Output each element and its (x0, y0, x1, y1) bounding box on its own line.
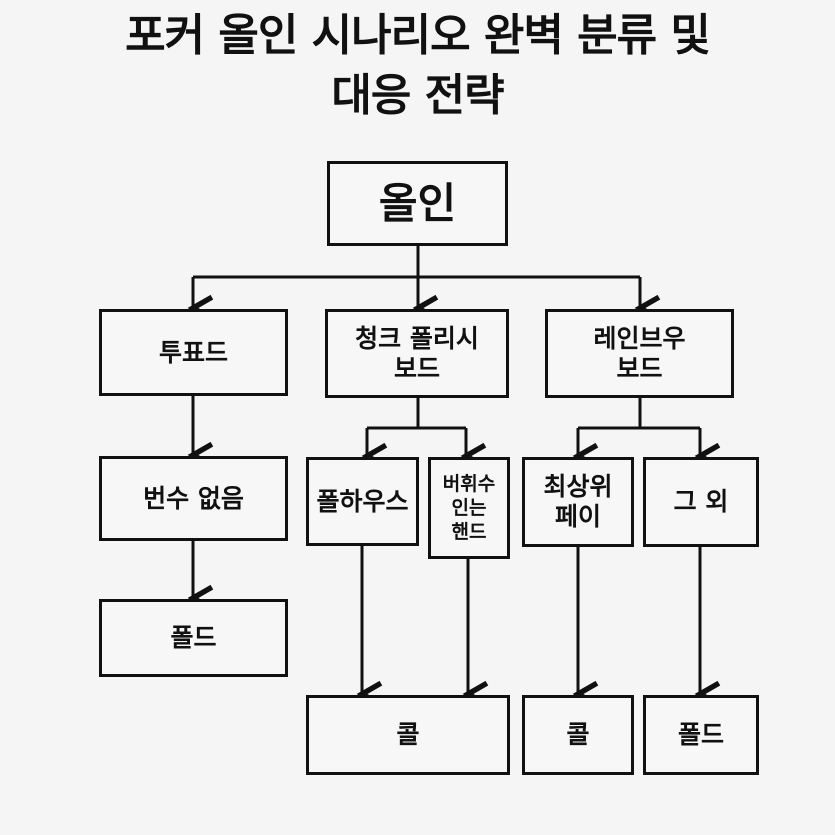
node-top-pair: 최상위 페이 (522, 457, 634, 547)
node-call-middle: 콜 (306, 695, 510, 775)
node-rainbow-board: 레인브우 보드 (545, 309, 734, 398)
node-fold-right: 폴드 (643, 695, 759, 775)
node-turbo-board: 투표드 (99, 309, 288, 396)
page-title: 포커 올인 시나리오 완벽 분류 및 대응 전략 (0, 6, 835, 126)
node-fold-left: 폴드 (99, 599, 288, 677)
node-think-flush-board: 청크 폴리시 보드 (325, 309, 509, 398)
node-no-variable: 번수 없음 (99, 456, 288, 541)
title-line-1: 포커 올인 시나리오 완벽 분류 및 (125, 10, 711, 61)
node-variable-hand: 버휘수 인는 핸드 (428, 457, 510, 559)
node-all-in: 올인 (327, 161, 508, 246)
title-line-2: 대응 전략 (331, 70, 504, 121)
node-others: 그 외 (643, 457, 759, 547)
node-call-right: 콜 (522, 695, 634, 775)
node-full-house: 폴하우스 (306, 457, 419, 546)
